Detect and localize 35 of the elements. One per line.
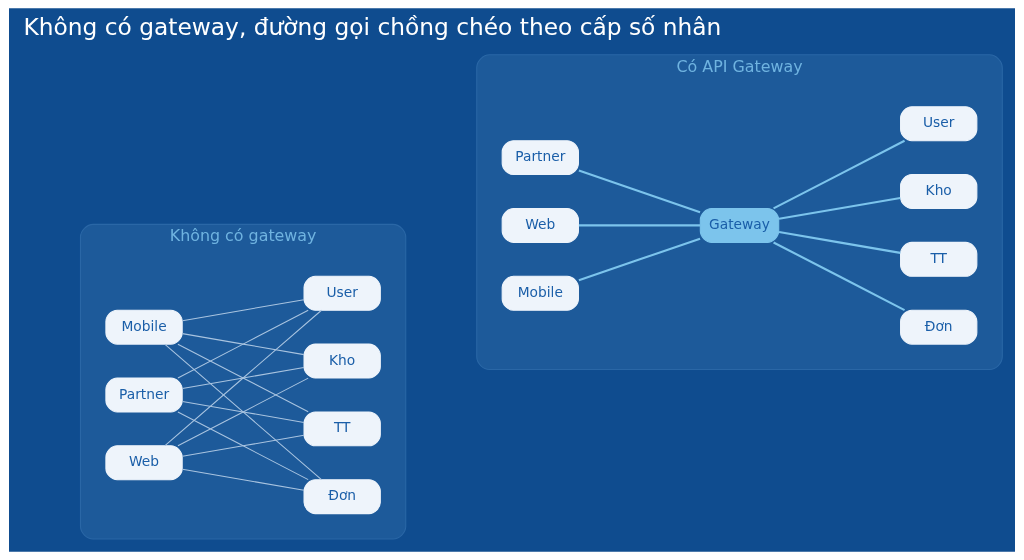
connector: [164, 309, 322, 447]
node-box: Mobile: [501, 275, 579, 311]
connector: [177, 309, 309, 379]
node-box: Đơn: [900, 309, 978, 345]
connector: [177, 411, 309, 481]
connector: [181, 434, 305, 457]
node-box: Gateway: [699, 207, 780, 243]
node-box: Đơn: [303, 479, 381, 515]
connector: [181, 366, 305, 390]
connector: [778, 231, 901, 254]
connector: [578, 169, 701, 214]
node-box: Web: [501, 207, 579, 243]
connector: [164, 343, 322, 481]
node-box: Mobile: [105, 309, 183, 345]
node-box: TT: [303, 411, 381, 447]
node-box: TT: [900, 241, 978, 277]
node-box: Kho: [303, 343, 381, 379]
node-box: Kho: [900, 174, 978, 209]
connector: [773, 241, 906, 311]
connector: [181, 400, 305, 423]
diagram-title: Không có gateway, đường gọi chồng chéo theo cấp số nhân: [23, 13, 722, 41]
connector: [181, 299, 305, 322]
connector: [773, 139, 906, 210]
connector: [177, 377, 309, 447]
connector: [181, 468, 305, 491]
connector: [181, 333, 305, 356]
connector: [578, 237, 701, 282]
node-box: Partner: [501, 140, 579, 176]
connector: [177, 343, 309, 413]
connector: [578, 224, 701, 227]
node-box: User: [900, 106, 978, 142]
node-box: Partner: [105, 377, 183, 413]
connector: [778, 196, 901, 220]
node-box: User: [303, 275, 381, 311]
node-box: Web: [105, 445, 183, 481]
